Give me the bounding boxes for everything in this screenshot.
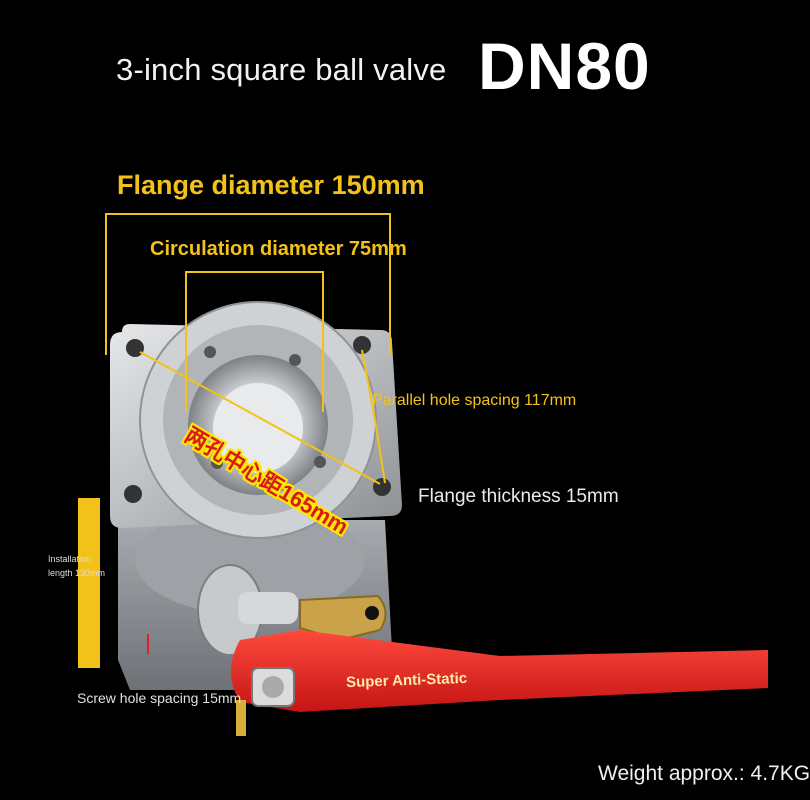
- install-length-bar: [78, 498, 100, 668]
- weight-label: Weight approx.: 4.7KG: [598, 762, 810, 785]
- screw-hole-spacing-label: Screw hole spacing 15mm: [77, 690, 242, 706]
- corner-hole: [126, 339, 144, 357]
- parallel-hole-spacing-label: Parallel hole spacing 117mm: [372, 392, 577, 409]
- corner-hole: [353, 336, 371, 354]
- circulation-diameter-label: Circulation diameter 75mm: [150, 238, 407, 260]
- installation-length-label: Installation length 130mm: [48, 554, 106, 578]
- corner-hole: [124, 485, 142, 503]
- valve-stem: [238, 592, 298, 624]
- product-model: DN80: [478, 29, 651, 103]
- red-handle: [231, 630, 768, 712]
- lock-tab: [299, 594, 387, 642]
- product-subtitle: 3-inch square ball valve: [116, 52, 447, 87]
- flange-thickness-label: Flange thickness 15mm: [418, 486, 619, 507]
- dimension-lines: [105, 213, 391, 485]
- flange-diameter-label: Flange diameter 150mm: [117, 170, 425, 200]
- body-bulge: [135, 505, 365, 615]
